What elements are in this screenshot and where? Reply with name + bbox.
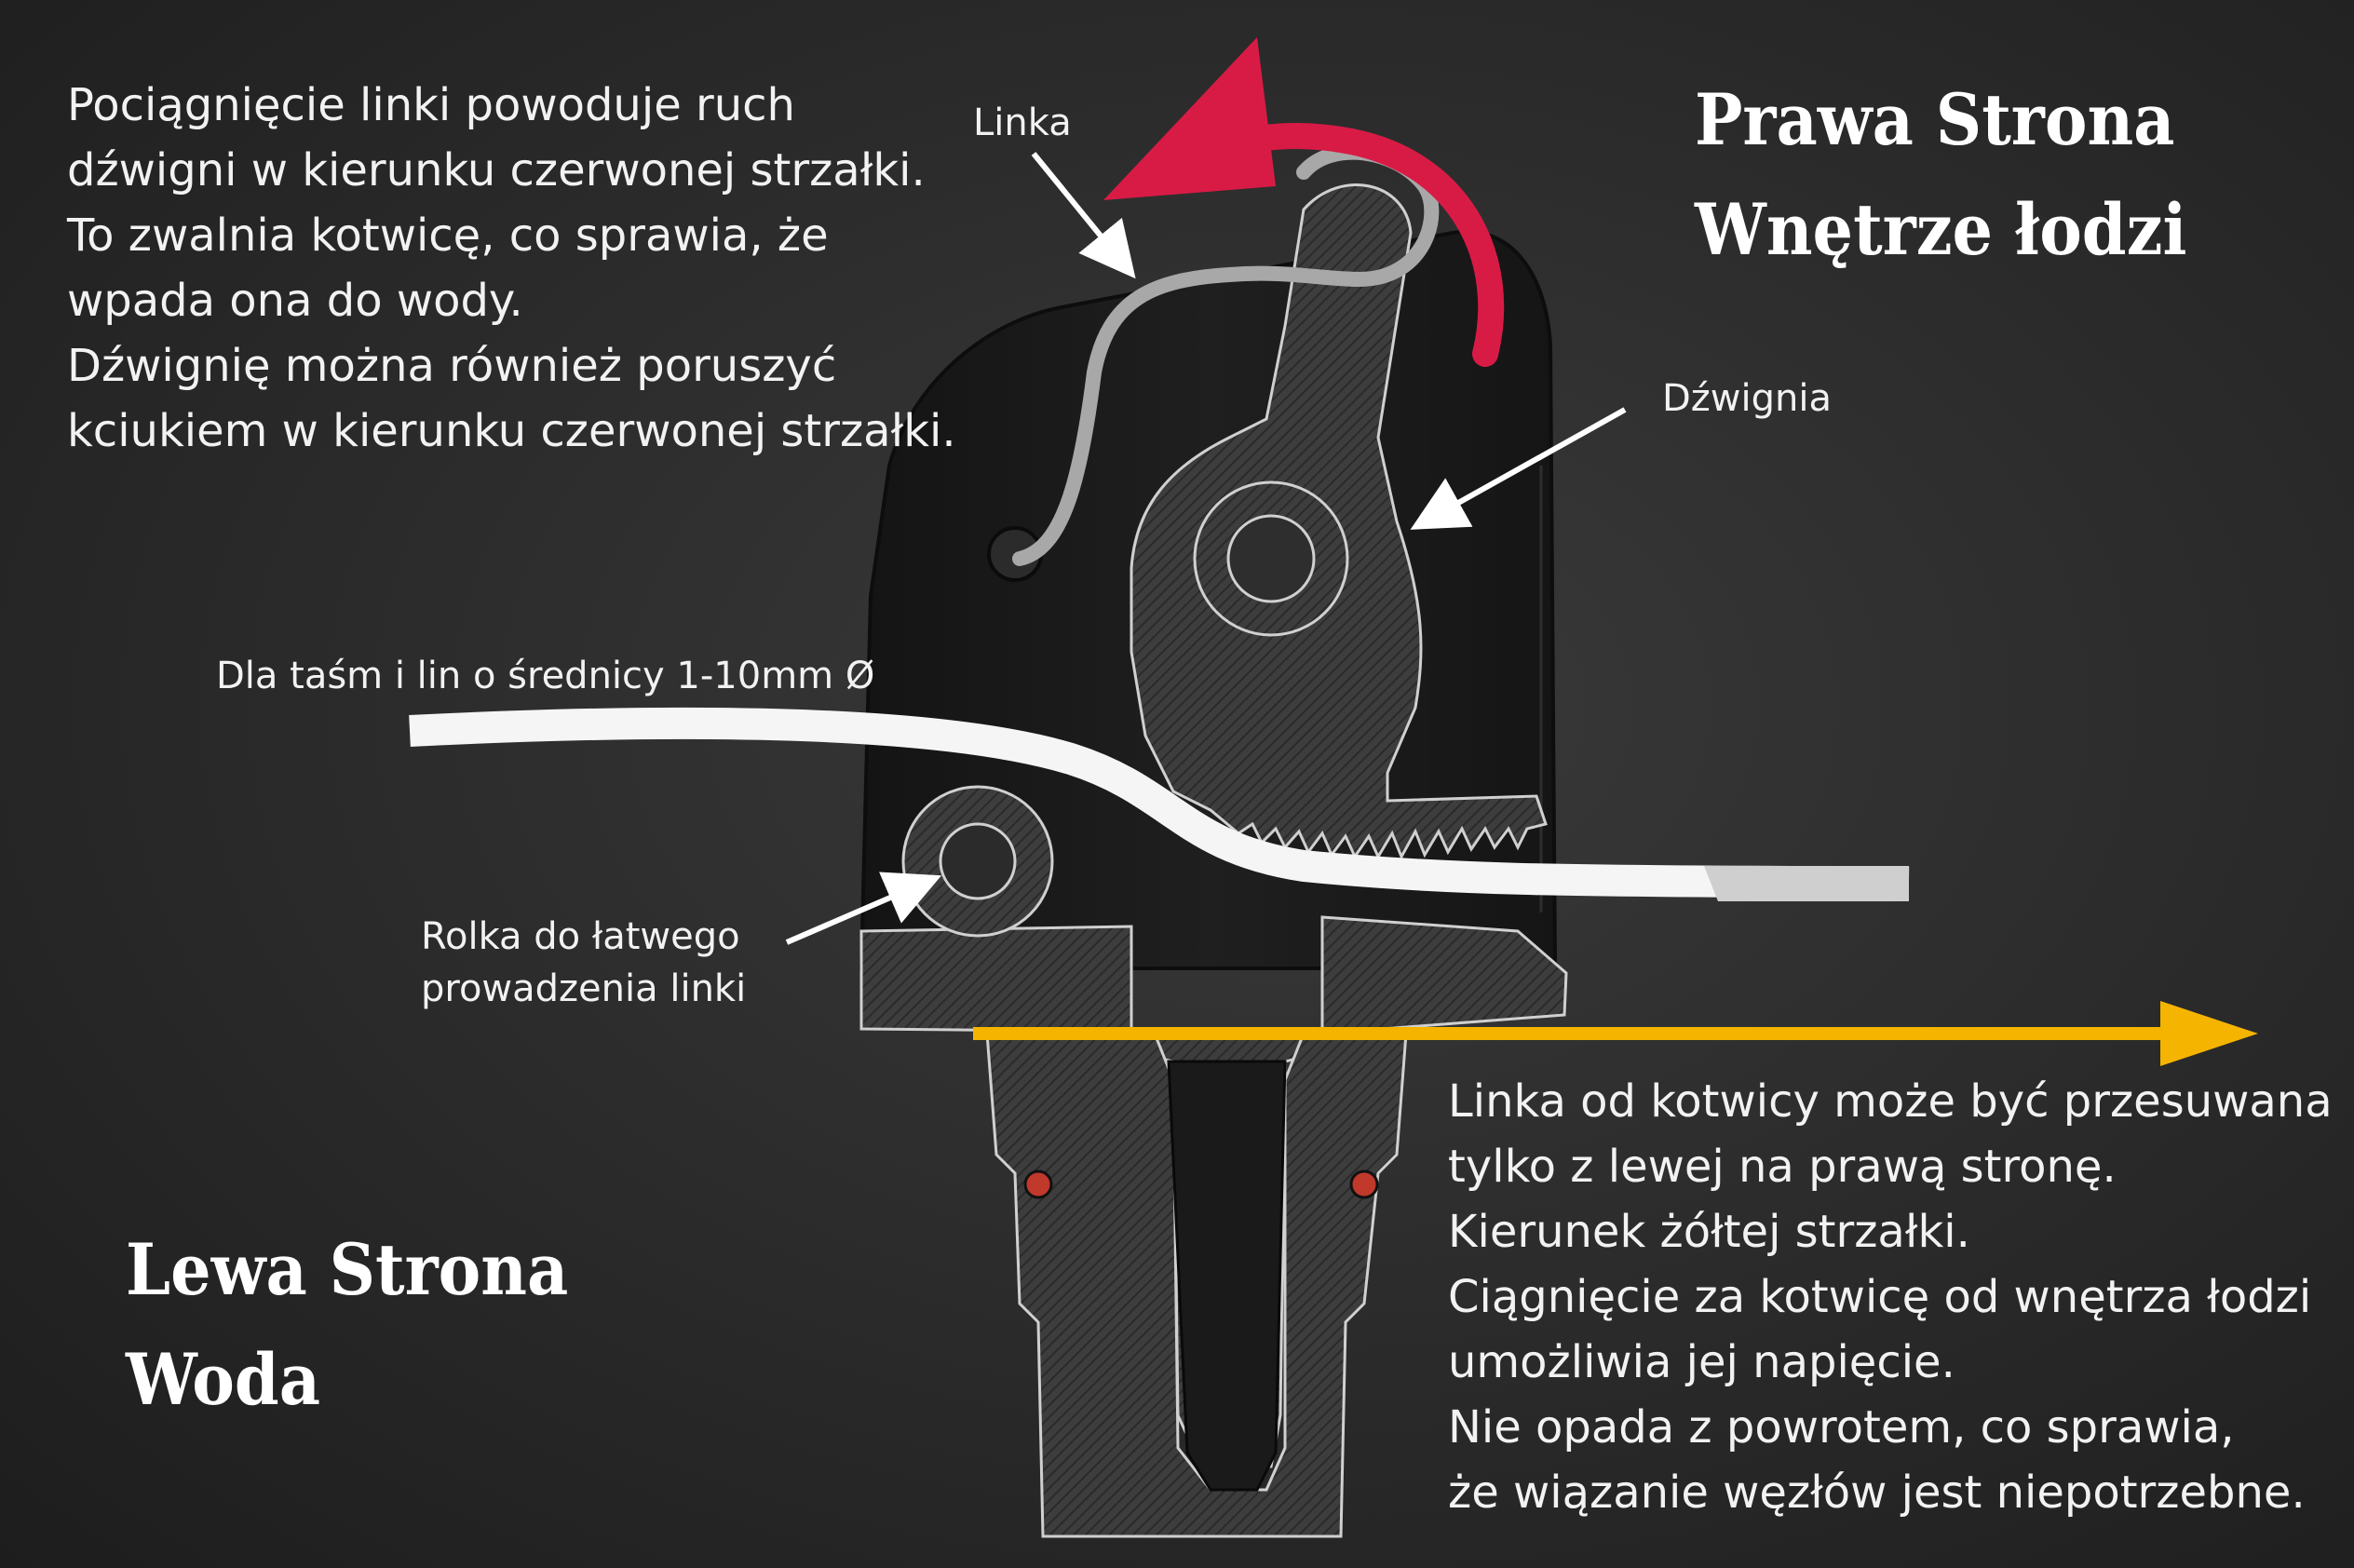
- o-ring-left: [1023, 1169, 1053, 1199]
- center-shaft: [1167, 1060, 1287, 1492]
- callout-arrow-dzwignia: [1410, 407, 1627, 530]
- label-linka: Linka: [973, 101, 1072, 144]
- lever-pivot: [1226, 514, 1316, 603]
- left-side-heading-line2: Woda: [126, 1338, 321, 1421]
- right-side-heading-line1: Prawa Strona: [1695, 78, 2175, 161]
- label-guide-roller: Rolka do łatwego prowadzenia linki: [421, 915, 747, 1010]
- mount-stem: [985, 1032, 1408, 1538]
- o-ring-right: [1349, 1169, 1379, 1199]
- label-rope-diameter: Dla taśm i lin o średnicy 1-10mm Ø: [216, 655, 875, 697]
- lever-release-description: Pociągnięcie linki powoduje ruch dźwigni…: [67, 79, 956, 457]
- rope-direction-arrow-head: [2160, 1001, 2258, 1066]
- callout-arrow-linka: [1031, 152, 1136, 279]
- right-side-heading-line2: Wnętrze łodzi: [1695, 188, 2187, 271]
- anchor-rope: [409, 707, 1910, 899]
- release-direction-arrow-head: [1103, 37, 1276, 200]
- anchor-rope-end: [1704, 866, 1909, 901]
- label-dzwignia: Dźwignia: [1662, 377, 1832, 420]
- rope-direction-description: Linka od kotwicy może być przesuwana tyl…: [1448, 1075, 2333, 1519]
- left-side-heading-line1: Lewa Strona: [126, 1228, 569, 1311]
- callout-arrow-rolka: [785, 872, 942, 945]
- guide-roller-axle: [939, 822, 1017, 900]
